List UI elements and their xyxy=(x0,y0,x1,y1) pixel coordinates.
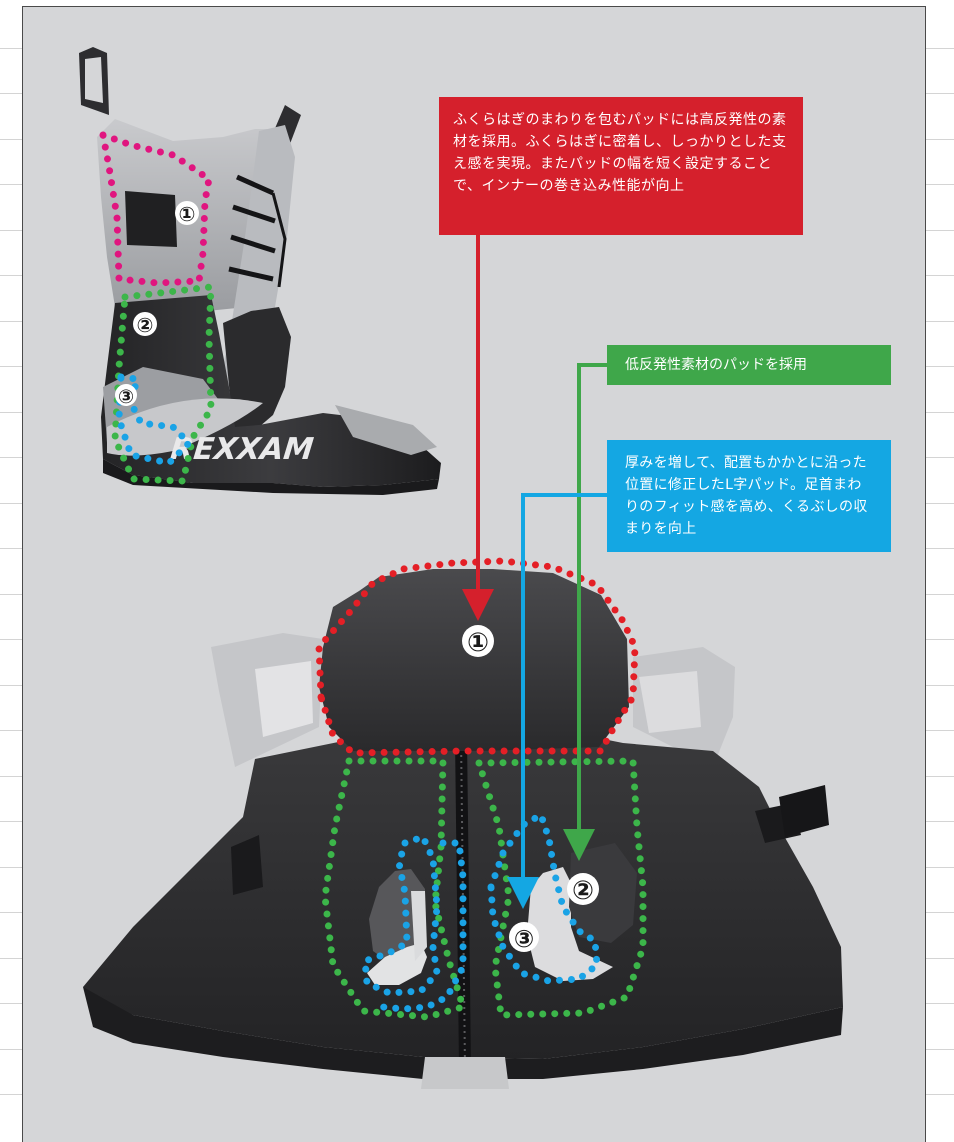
svg-text:②: ② xyxy=(137,313,154,337)
marker-3-boot: ③ xyxy=(115,384,137,408)
marker-1-boot: ① xyxy=(175,201,199,226)
figure-artwork: REXXAM ① ② xyxy=(79,47,843,1089)
leader-arrow-green xyxy=(563,363,607,861)
callout-green-low-rebound-pad: 低反発性素材のパッドを採用 xyxy=(607,345,891,385)
marker-2-liner: ② xyxy=(567,873,599,906)
svg-text:③: ③ xyxy=(514,925,534,953)
callout-blue-l-pad: 厚みを増して、配置もかかとに沿った位置に修正したL字パッド。足首まわりのフィット… xyxy=(607,440,891,552)
figure-panel: REXXAM ① ② xyxy=(22,6,926,1142)
svg-text:②: ② xyxy=(572,876,594,906)
marker-1-liner: ① xyxy=(462,625,494,658)
callout-red-calf-pad: ふくらはぎのまわりを包むパッドには高反発性の素材を採用。ふくらはぎに密着し、しっ… xyxy=(439,97,803,235)
zone-3-outline-liner-left xyxy=(361,832,441,997)
zone-3-outline-boot xyxy=(115,373,194,467)
callout-green-text: 低反発性素材のパッドを採用 xyxy=(625,357,807,373)
svg-text:①: ① xyxy=(467,628,489,658)
callout-blue-text: 厚みを増して、配置もかかとに沿った位置に修正したL字パッド。足首まわりのフィット… xyxy=(625,455,868,537)
zone-2-outline-liner-left xyxy=(321,757,468,1021)
callout-red-text: ふくらはぎのまわりを包むパッドには高反発性の素材を採用。ふくらはぎに密着し、しっ… xyxy=(453,112,787,194)
boot-liner-illustration: REXXAM ① ② xyxy=(79,47,441,495)
zone-3-outline-liner-right xyxy=(487,809,601,985)
marker-2-boot: ② xyxy=(133,312,157,337)
leader-arrow-blue xyxy=(507,493,607,909)
liner-pads-illustration: ① ② ③ xyxy=(83,557,843,1089)
zone-1-outline-liner xyxy=(315,557,639,757)
marker-3-liner: ③ xyxy=(509,922,539,953)
zone-1-outline-boot xyxy=(98,129,213,287)
svg-text:③: ③ xyxy=(118,386,134,408)
svg-text:①: ① xyxy=(179,202,196,226)
